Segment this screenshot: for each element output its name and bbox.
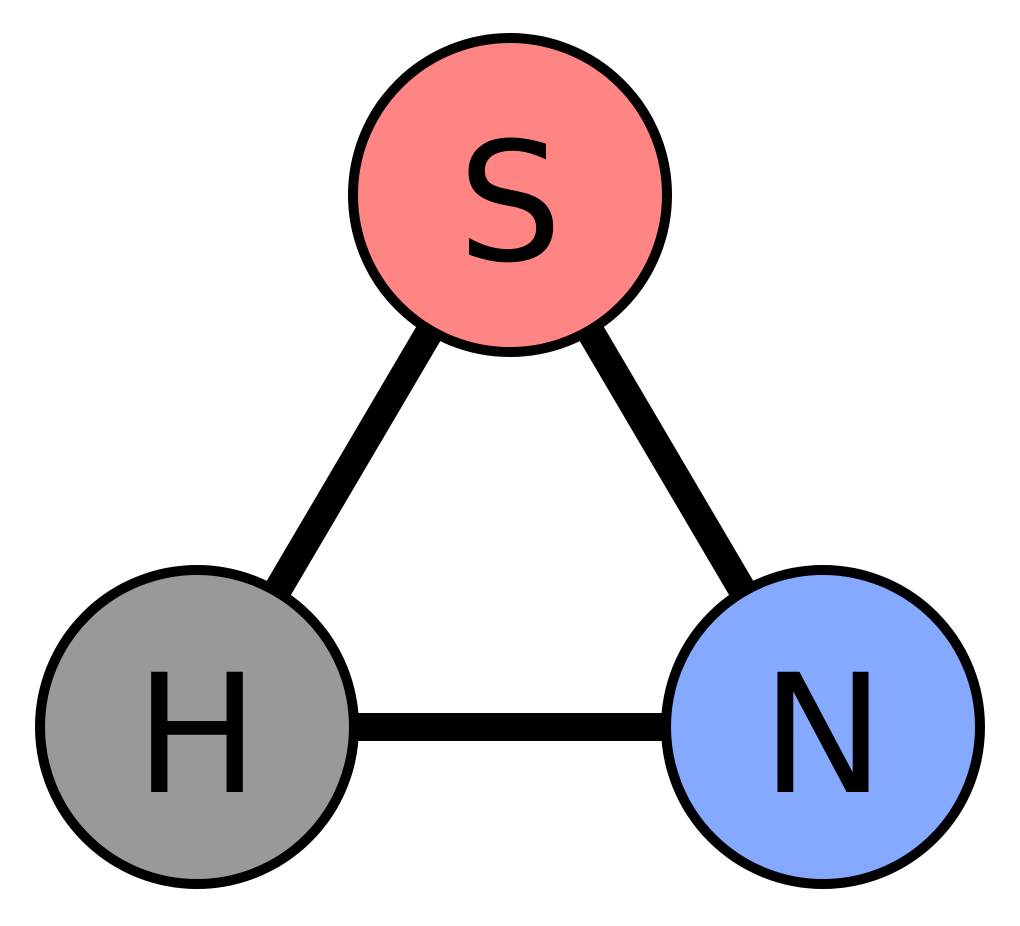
atom-n: N: [661, 565, 985, 889]
atom-n-circle: [661, 565, 985, 889]
atom-h-label: H: [135, 639, 259, 831]
atom-h: H: [35, 565, 359, 889]
atoms-layer: S H N: [35, 33, 985, 889]
atom-h-circle: [35, 565, 359, 889]
atom-s-label: S: [458, 107, 563, 299]
atom-s-circle: [348, 33, 672, 357]
atom-n-label: N: [761, 639, 884, 831]
atom-s: S: [348, 33, 672, 357]
